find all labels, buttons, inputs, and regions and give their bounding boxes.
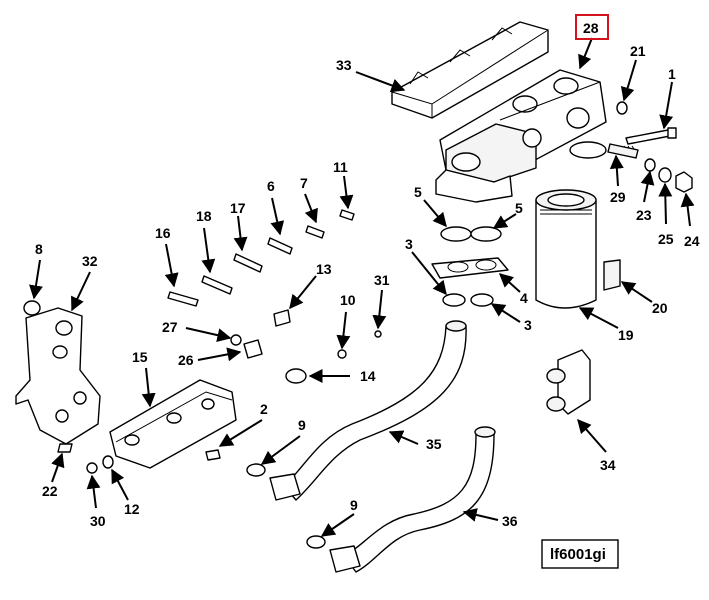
- callout-20[interactable]: 20: [652, 300, 668, 316]
- part-29-spring: [607, 143, 639, 159]
- callout-9-lower[interactable]: 9: [350, 497, 358, 513]
- callout-15[interactable]: 15: [132, 349, 148, 365]
- callout-35[interactable]: 35: [426, 436, 442, 452]
- part-3-oring-left: [442, 293, 466, 307]
- part-6-bolt: [267, 237, 293, 255]
- part-28-filter-head: [435, 69, 607, 203]
- part-5-seal-left: [440, 226, 472, 242]
- part-19-filter: [535, 189, 597, 309]
- part-23-washer: [644, 158, 656, 172]
- callout-13[interactable]: 13: [316, 261, 332, 277]
- part-3-oring-right: [470, 293, 494, 307]
- callout-2[interactable]: 2: [260, 401, 268, 417]
- callout-33[interactable]: 33: [336, 57, 352, 73]
- callout-4[interactable]: 4: [520, 290, 528, 306]
- part-25-oring: [658, 167, 672, 183]
- part-5-seal-right: [470, 226, 502, 242]
- callout-21[interactable]: 21: [630, 43, 646, 59]
- callout-29[interactable]: 29: [610, 189, 626, 205]
- part-13-plug: [273, 309, 291, 327]
- callout-5-left[interactable]: 5: [414, 184, 422, 200]
- callout-32[interactable]: 32: [82, 253, 98, 269]
- part-1-bolt: [625, 127, 677, 145]
- part-26-plug: [243, 339, 263, 359]
- part-27-washer: [230, 334, 242, 346]
- part-11-bolt: [339, 209, 355, 221]
- callout-30[interactable]: 30: [90, 513, 106, 529]
- callout-5-right[interactable]: 5: [515, 200, 523, 216]
- part-33-bracket: [391, 21, 549, 119]
- callout-23[interactable]: 23: [636, 207, 652, 223]
- leader-arrows: [29, 37, 695, 537]
- part-2-bolt: [205, 449, 221, 461]
- callout-24[interactable]: 24: [684, 233, 700, 249]
- callout-14[interactable]: 14: [360, 368, 376, 384]
- callout-8[interactable]: 8: [35, 241, 43, 257]
- callout-27[interactable]: 27: [162, 319, 178, 335]
- part-17-bolt: [233, 253, 263, 273]
- part-34-adapter: [546, 349, 591, 415]
- part-31-fitting: [374, 330, 382, 338]
- callout-25[interactable]: 25: [658, 231, 674, 247]
- part-12-washer: [102, 455, 114, 469]
- callout-22[interactable]: 22: [42, 483, 58, 499]
- part-8-oring: [23, 300, 41, 316]
- callout-3-lower[interactable]: 3: [524, 317, 532, 333]
- callout-18[interactable]: 18: [196, 208, 212, 224]
- callout-31[interactable]: 31: [374, 272, 390, 288]
- part-16-bolt: [167, 291, 199, 307]
- part-7-bolt: [305, 225, 325, 239]
- callout-1[interactable]: 1: [668, 66, 676, 82]
- part-9-oring-upper: [246, 463, 266, 477]
- part-4-gasket: [431, 257, 509, 279]
- callout-16[interactable]: 16: [155, 225, 171, 241]
- part-21-washer: [616, 101, 628, 115]
- part-15-housing: [109, 379, 237, 469]
- part-20-label: [603, 259, 621, 291]
- reference-code: lf6001gi: [550, 546, 606, 563]
- callout-34[interactable]: 34: [600, 457, 616, 473]
- part-18-bolt: [201, 275, 233, 295]
- part-30-plug: [86, 462, 98, 474]
- callout-10[interactable]: 10: [340, 292, 356, 308]
- callout-labels: 33 28 21 1 29 23 25 24 20 19 5 5 3 4 3 3…: [35, 20, 700, 529]
- callout-36[interactable]: 36: [502, 513, 518, 529]
- part-24-plug: [675, 171, 693, 193]
- callout-9-upper[interactable]: 9: [298, 417, 306, 433]
- callout-17[interactable]: 17: [230, 200, 246, 216]
- part-36-hose: [329, 426, 496, 573]
- callout-26[interactable]: 26: [178, 352, 194, 368]
- callout-19[interactable]: 19: [618, 327, 634, 343]
- part-35-hose: [269, 320, 467, 501]
- callout-6[interactable]: 6: [267, 178, 275, 194]
- reference-box: lf6001gi: [541, 539, 619, 569]
- callout-3-upper[interactable]: 3: [405, 236, 413, 252]
- callout-28[interactable]: 28: [583, 20, 599, 36]
- part-9-oring-lower: [306, 535, 326, 549]
- callout-12[interactable]: 12: [124, 501, 140, 517]
- part-32-bracket: [15, 307, 101, 445]
- callout-7[interactable]: 7: [300, 175, 308, 191]
- highlight-box: [575, 14, 609, 40]
- part-10-plug: [337, 349, 347, 359]
- callout-11[interactable]: 11: [333, 159, 348, 175]
- part-14-oring: [285, 368, 307, 384]
- part-22-bolt: [57, 443, 73, 453]
